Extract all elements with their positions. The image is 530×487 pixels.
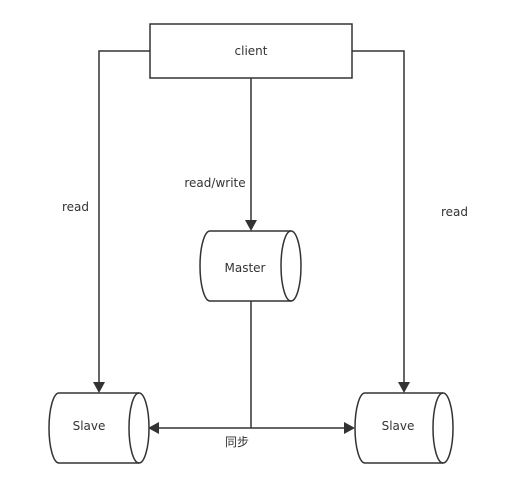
edge-label-sync: 同步 [225,435,249,449]
slave-right-label: Slave [382,419,415,433]
slave-left-label: Slave [73,419,106,433]
edge-label-read-right: read [441,205,468,219]
arrowhead-down [398,382,410,393]
edge-client-to-slave-right: read [352,50,468,393]
master-cylinder-cap [280,230,292,302]
slave-right-node: Slave [354,392,454,464]
slave-left-node: Slave [48,392,150,464]
edge-label-read-write: read/write [184,176,245,190]
slave-right-cylinder-cap [432,392,444,464]
edge-master-sync: 同步 [148,300,355,449]
edge-label-read-left: read [62,200,89,214]
arrowhead-left [148,422,159,434]
edge-line [98,50,150,383]
edge-line [352,50,405,383]
client-box [149,23,353,79]
master-label: Master [225,261,266,275]
arrowhead-down [245,220,257,231]
master-node: Master [199,230,302,302]
arrowhead-right [344,422,355,434]
client-label: client [235,44,268,58]
arrowhead-down [93,382,105,393]
edge-client-to-master: read/write [184,78,257,231]
client-node: client [149,23,353,79]
slave-left-cylinder-cap [128,392,140,464]
edge-client-to-slave-left: read [62,50,150,393]
